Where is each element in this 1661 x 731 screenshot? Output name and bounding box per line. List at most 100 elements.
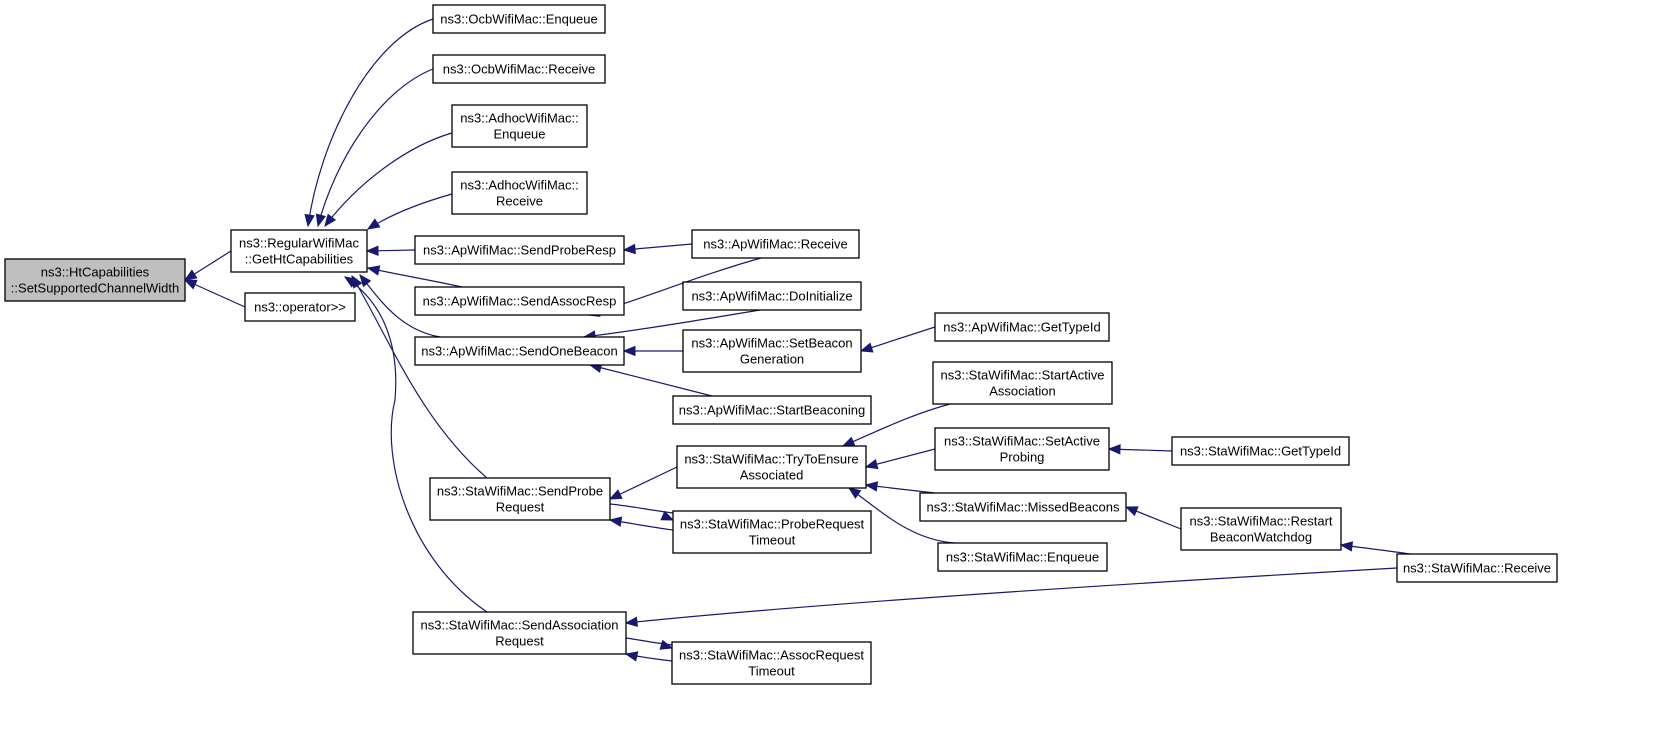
caller-function-node[interactable]: ns3::ApWifiMac::StartBeaconing <box>672 395 872 425</box>
node-label: Receive <box>496 194 543 209</box>
arrowhead-icon <box>660 510 675 521</box>
edge-line <box>865 448 936 468</box>
caller-function-node[interactable]: ns3::StaWifiMac::GetTypeId <box>1171 436 1350 466</box>
arrowhead-icon <box>864 459 879 470</box>
node-box <box>451 171 588 215</box>
node-box <box>1171 436 1350 466</box>
caller-function-node[interactable]: ns3::OcbWifiMac::Receive <box>432 54 606 84</box>
arrowhead-icon <box>864 481 879 492</box>
edge-n9-to-n1 <box>359 273 441 338</box>
node-label: ns3::StaWifiMac::Receive <box>1403 561 1551 576</box>
arrowhead-icon <box>847 487 862 499</box>
node-box <box>429 477 611 521</box>
arrowhead-icon <box>366 218 381 230</box>
caller-function-node[interactable]: ns3::RegularWifiMac::GetHtCapabilities <box>230 229 368 273</box>
edge-n1-to-n0 <box>183 250 232 281</box>
node-box <box>691 229 860 259</box>
node-label: ns3::HtCapabilities <box>41 265 150 280</box>
caller-function-node[interactable]: ns3::StaWifiMac::Receive <box>1396 553 1558 583</box>
node-label: ns3::StaWifiMac::MissedBeacons <box>927 500 1120 515</box>
node-box <box>676 445 867 489</box>
edge-n11-to-n1 <box>343 276 488 613</box>
caller-function-node[interactable]: ns3::StaWifiMac::Enqueue <box>937 542 1108 572</box>
edge-n11-to-n18 <box>625 637 674 650</box>
node-box <box>432 54 606 84</box>
node-box <box>4 258 186 302</box>
node-label: ns3::RegularWifiMac <box>239 236 359 251</box>
caller-function-node[interactable]: ns3::StaWifiMac::MissedBeacons <box>919 492 1127 522</box>
arrowhead-icon <box>608 489 623 500</box>
node-label: ns3::ApWifiMac::SendProbeResp <box>423 243 616 258</box>
edge-line <box>367 193 453 230</box>
caller-function-node[interactable]: ns3::AdhocWifiMac::Receive <box>451 171 588 215</box>
node-label: ns3::StaWifiMac::ProbeRequest <box>680 517 865 532</box>
node-box <box>414 286 625 316</box>
node-box <box>230 229 368 273</box>
caller-function-node[interactable]: ns3::ApWifiMac::Receive <box>691 229 860 259</box>
edge-n25-to-n22 <box>1124 506 1182 530</box>
edge-line <box>324 132 453 227</box>
node-box <box>682 329 862 373</box>
node-label: ns3::ApWifiMac::StartBeaconing <box>679 403 865 418</box>
node-box <box>932 361 1113 405</box>
caller-function-node[interactable]: ns3::operator>> <box>244 292 356 322</box>
node-label: ns3::ApWifiMac::GetTypeId <box>943 320 1101 335</box>
edge-line <box>344 276 488 613</box>
edge-n5-to-n1 <box>324 132 453 228</box>
caller-function-node[interactable]: ns3::AdhocWifiMac::Enqueue <box>451 104 588 148</box>
node-label: ns3::AdhocWifiMac:: <box>460 178 579 193</box>
node-box <box>682 281 862 311</box>
caller-function-node[interactable]: ns3::ApWifiMac::SendProbeResp <box>414 235 625 265</box>
node-label: ns3::StaWifiMac::SendProbe <box>437 484 603 499</box>
caller-function-node[interactable]: ns3::OcbWifiMac::Enqueue <box>432 4 606 34</box>
node-box <box>672 510 872 554</box>
arrowhead-icon <box>183 269 198 281</box>
edge-n18-to-n11 <box>624 651 673 662</box>
edge-n3-to-n1 <box>304 18 434 228</box>
node-label: ns3::StaWifiMac::SetActive <box>944 434 1100 449</box>
node-label: ns3::ApWifiMac::DoInitialize <box>691 289 852 304</box>
arrowhead-icon <box>1124 506 1139 517</box>
node-label: ns3::StaWifiMac::Enqueue <box>946 550 1099 565</box>
node-box <box>934 427 1110 471</box>
arrowhead-icon <box>359 273 372 288</box>
node-label: ns3::ApWifiMac::Receive <box>703 237 848 252</box>
node-box <box>672 395 872 425</box>
edge-line <box>307 18 434 227</box>
arrowhead-icon <box>366 265 381 276</box>
node-label: ns3::OcbWifiMac::Enqueue <box>440 12 598 27</box>
node-label: ns3::StaWifiMac::StartActive <box>941 368 1105 383</box>
node-label: ::GetHtCapabilities <box>245 252 354 267</box>
root-function-node: ns3::HtCapabilities::SetSupportedChannel… <box>4 258 186 302</box>
edge-n19-to-n14 <box>859 326 936 353</box>
node-label: Probing <box>1000 450 1045 465</box>
nodes-layer: ns3::HtCapabilities::SetSupportedChannel… <box>4 4 1558 685</box>
edge-line <box>609 503 674 514</box>
arrowhead-icon <box>624 651 639 662</box>
arrowhead-icon <box>622 345 636 357</box>
edge-n8-to-n1 <box>366 265 463 288</box>
node-box <box>1180 507 1342 551</box>
node-label: ns3::StaWifiMac::GetTypeId <box>1180 444 1341 459</box>
caller-function-node[interactable]: ns3::ApWifiMac::GetTypeId <box>934 312 1110 342</box>
caller-function-node[interactable]: ns3::ApWifiMac::DoInitialize <box>682 281 862 311</box>
node-label: Request <box>495 634 544 649</box>
caller-function-node[interactable]: ns3::ApWifiMac::SendAssocResp <box>414 286 625 316</box>
node-label: ns3::OcbWifiMac::Receive <box>443 62 595 77</box>
arrowhead-icon <box>304 213 315 228</box>
caller-function-node[interactable]: ns3::ApWifiMac::SendOneBeacon <box>414 336 625 366</box>
edge-line <box>609 466 678 500</box>
node-label: ns3::AdhocWifiMac:: <box>460 111 579 126</box>
edge-n22-to-n16 <box>864 481 936 494</box>
edge-n17-to-n10 <box>608 516 674 531</box>
